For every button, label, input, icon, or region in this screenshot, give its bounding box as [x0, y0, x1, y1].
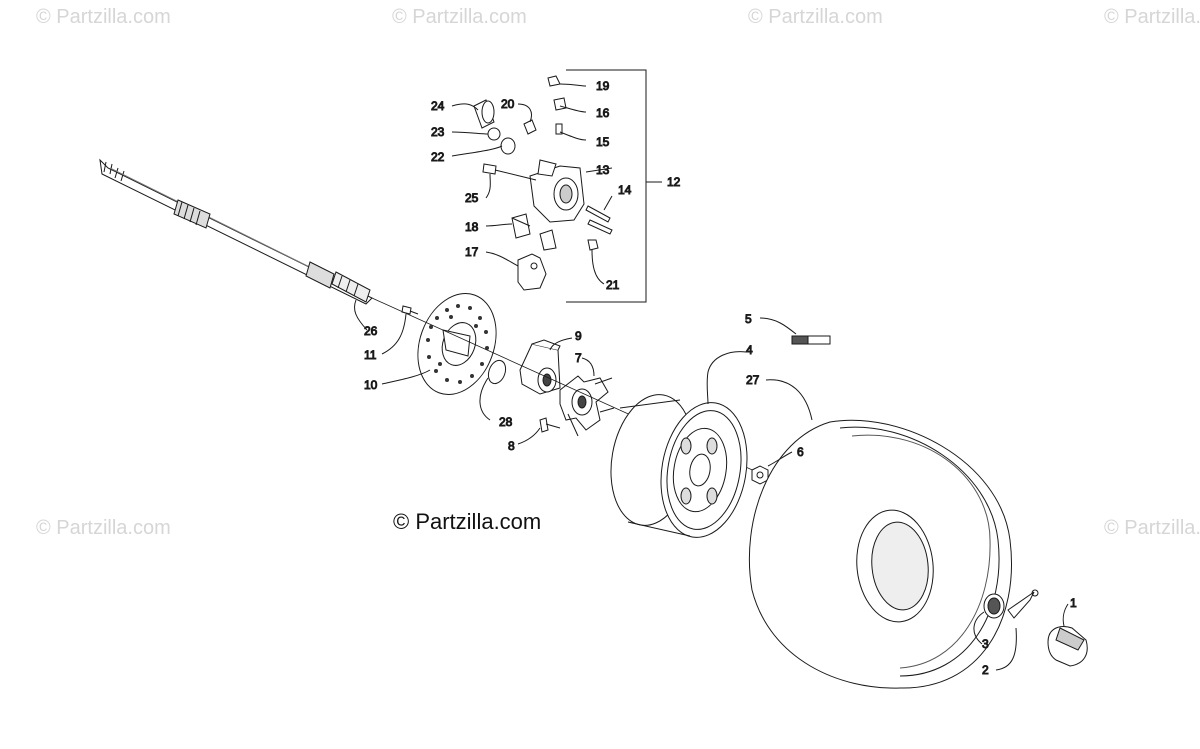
watermark: © Partzilla.com [36, 517, 171, 539]
callout-9: 9 [575, 329, 582, 343]
callout-18: 18 [465, 220, 479, 234]
callout-16: 16 [596, 106, 610, 120]
callout-3: 3 [982, 637, 989, 651]
callout-10: 10 [364, 378, 378, 392]
copyright-notice: © Partzilla.com [393, 509, 542, 534]
axle-shaft[interactable] [99, 158, 373, 305]
callout-20: 20 [501, 97, 515, 111]
disc-bolt[interactable] [401, 305, 419, 315]
cotter-pin[interactable] [1007, 589, 1039, 619]
watermark: © Partzilla.com [748, 6, 883, 28]
callout-26: 26 [364, 324, 378, 338]
hub-cap[interactable] [1047, 626, 1088, 667]
callout-6: 6 [797, 445, 804, 459]
callout-15: 15 [596, 135, 610, 149]
leader-lines [353, 83, 1069, 671]
callout-28: 28 [499, 415, 513, 429]
lug-nut[interactable] [751, 465, 769, 485]
callout-13: 13 [596, 163, 610, 177]
callout-11: 11 [364, 348, 377, 362]
bearing-housing[interactable] [519, 339, 561, 395]
callout-5: 5 [745, 312, 752, 326]
callout-labels: 1 2 3 4 5 6 7 8 9 10 11 12 13 14 15 16 1… [364, 79, 1078, 678]
callout-21: 21 [606, 278, 620, 292]
callout-23: 23 [431, 125, 445, 139]
callout-24: 24 [431, 99, 445, 113]
callout-14: 14 [618, 183, 632, 197]
watermark: © Partzilla.com [1104, 517, 1200, 539]
watermark: © Partzilla.com [36, 6, 171, 28]
callout-17: 17 [465, 245, 479, 259]
callout-19: 19 [596, 79, 610, 93]
callout-7: 7 [575, 351, 582, 365]
wheel-hub[interactable] [559, 375, 615, 437]
brake-disc[interactable] [404, 282, 509, 405]
watermark: © Partzilla.com [392, 6, 527, 28]
watermark: © Partzilla.com [1104, 6, 1200, 28]
callout-2: 2 [982, 663, 989, 677]
tire[interactable] [748, 419, 1012, 689]
callout-1: 1 [1070, 596, 1077, 610]
callout-27: 27 [746, 373, 760, 387]
callout-25: 25 [465, 191, 479, 205]
callout-4: 4 [746, 343, 753, 357]
hub-bolt[interactable] [539, 417, 561, 433]
callout-22: 22 [431, 150, 445, 164]
valve-stem[interactable] [791, 335, 831, 345]
o-ring[interactable] [485, 358, 508, 386]
callout-8: 8 [508, 439, 515, 453]
callout-12: 12 [667, 175, 681, 189]
wheel-rim[interactable] [601, 388, 757, 544]
caliper-assembly[interactable] [473, 69, 662, 303]
axle-nut[interactable] [983, 593, 1005, 619]
